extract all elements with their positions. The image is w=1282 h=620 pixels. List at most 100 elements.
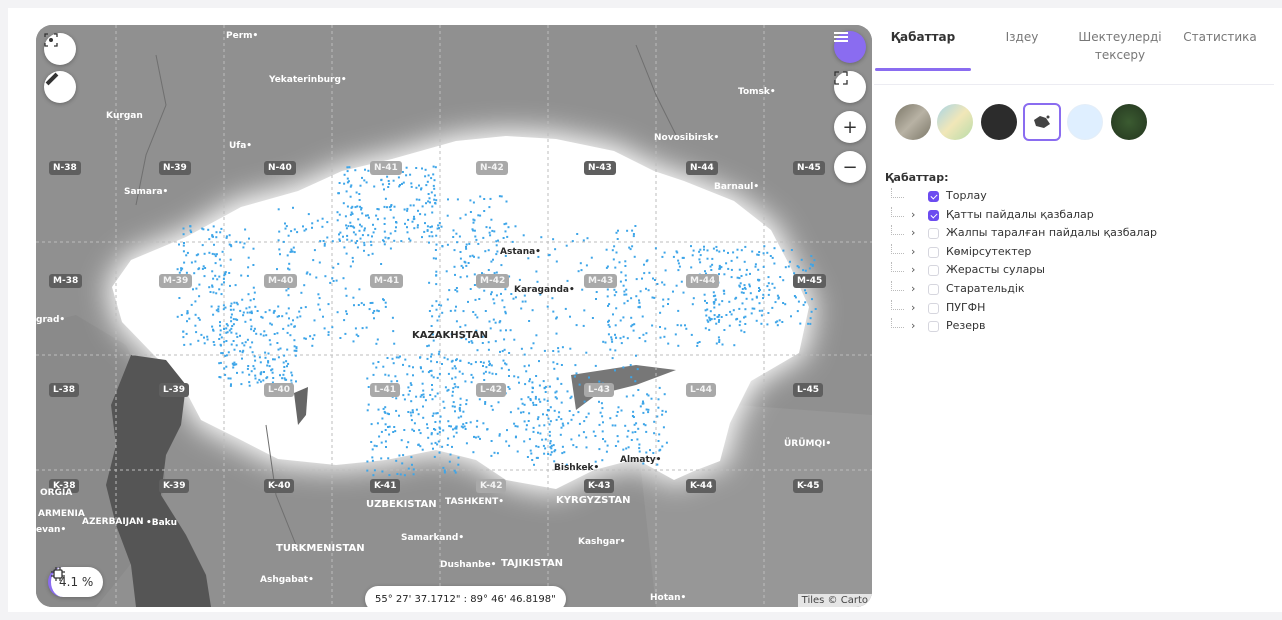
- deposit-dot: [624, 279, 627, 282]
- ruler-button[interactable]: [44, 71, 76, 103]
- deposit-dot: [478, 298, 481, 300]
- deposit-dot: [490, 454, 493, 457]
- deposit-dot: [490, 218, 493, 221]
- zoom-in-button[interactable]: +: [834, 111, 866, 143]
- deposit-dot: [624, 424, 627, 427]
- deposit-dot: [447, 388, 450, 391]
- deposit-dot: [465, 338, 468, 341]
- deposit-dot: [595, 298, 597, 300]
- basemap-streets[interactable]: [937, 104, 973, 140]
- deposit-dot: [549, 440, 552, 443]
- fullscreen-button[interactable]: [834, 71, 866, 103]
- layer-checkbox[interactable]: [928, 228, 939, 240]
- layer-checkbox[interactable]: [928, 246, 939, 258]
- tab-layers[interactable]: Қабаттар: [890, 30, 956, 44]
- deposit-dot: [630, 316, 633, 319]
- layer-label[interactable]: Қатты пайдалы қазбалар: [946, 207, 1094, 221]
- chevron-right-icon[interactable]: ›: [911, 207, 916, 221]
- grid-square-label: N-44: [686, 161, 718, 175]
- basemap-water[interactable]: [1067, 104, 1103, 140]
- deposit-dot: [692, 249, 695, 252]
- deposit-dot: [395, 226, 397, 229]
- layer-label[interactable]: Торлау: [946, 189, 987, 202]
- deposit-dot: [555, 316, 558, 319]
- layer-checkbox[interactable]: [928, 209, 939, 221]
- layer-label[interactable]: Жерасты сулары: [946, 263, 1045, 277]
- deposit-dot: [712, 301, 715, 304]
- basemap-light[interactable]: [1023, 103, 1061, 141]
- deposit-dot: [489, 327, 492, 330]
- deposit-dot: [454, 309, 457, 312]
- deposit-dot: [349, 213, 352, 216]
- chevron-right-icon[interactable]: ›: [911, 281, 916, 295]
- deposit-dot: [351, 212, 354, 215]
- deposit-dot: [378, 435, 381, 438]
- layer-checkbox[interactable]: [928, 191, 939, 202]
- tab-search[interactable]: Іздеу: [1005, 30, 1039, 44]
- map-canvas[interactable]: [36, 25, 872, 607]
- deposit-dot: [384, 429, 387, 431]
- layer-checkbox[interactable]: [928, 283, 939, 295]
- chevron-right-icon[interactable]: ›: [911, 263, 916, 277]
- deposit-dot: [488, 231, 491, 234]
- grid-square-label: M-43: [584, 274, 618, 288]
- layer-checkbox[interactable]: [928, 302, 939, 314]
- deposit-dot: [509, 411, 512, 414]
- deposit-dot: [353, 304, 355, 307]
- deposit-dot: [583, 420, 586, 423]
- locate-button[interactable]: [44, 33, 76, 65]
- place-bishkek: Bishkek•: [554, 463, 600, 473]
- layer-checkbox[interactable]: [928, 321, 939, 333]
- deposit-dot: [402, 181, 405, 184]
- tab-restrictions-check[interactable]: Шектеулерді тексеру: [1078, 30, 1162, 62]
- zoom-indicator[interactable]: 4.1 %: [48, 567, 104, 597]
- basemap-dark[interactable]: [981, 104, 1017, 140]
- menu-button[interactable]: [834, 31, 866, 63]
- grid-square-label: N-40: [264, 161, 296, 175]
- layer-label[interactable]: Көмірсутектер: [946, 244, 1032, 258]
- deposit-dot: [217, 308, 220, 311]
- deposit-dot: [630, 325, 633, 328]
- layer-checkbox[interactable]: [928, 265, 939, 277]
- chevron-right-icon[interactable]: ›: [911, 244, 916, 258]
- deposit-dot: [790, 249, 793, 251]
- deposit-dot: [287, 234, 290, 237]
- deposit-dot: [409, 239, 412, 242]
- deposit-dot: [738, 277, 741, 280]
- deposit-dot: [518, 381, 520, 384]
- layer-label[interactable]: ПУГФН: [946, 300, 986, 314]
- zoom-out-button[interactable]: −: [834, 151, 866, 183]
- deposit-dot: [189, 343, 192, 346]
- deposit-dot: [736, 256, 739, 259]
- deposit-dot: [395, 459, 398, 462]
- deposit-dot: [738, 307, 741, 310]
- map-attribution[interactable]: Tiles © Carto: [797, 594, 872, 607]
- layer-label[interactable]: Старательдік: [946, 281, 1025, 295]
- basemap-satellite[interactable]: [1111, 104, 1147, 140]
- chevron-right-icon[interactable]: ›: [911, 300, 916, 314]
- deposit-dot: [454, 471, 457, 474]
- deposit-dot: [226, 324, 229, 327]
- layer-label[interactable]: Жалпы таралған пайдалы қазбалар: [946, 226, 1157, 240]
- deposit-dot: [465, 245, 467, 248]
- layer-label[interactable]: Резерв: [946, 319, 986, 333]
- deposit-dot: [263, 371, 265, 373]
- deposit-dot: [473, 229, 476, 232]
- chevron-right-icon[interactable]: ›: [911, 319, 916, 333]
- deposit-dot: [211, 325, 214, 328]
- deposit-dot: [501, 350, 504, 353]
- deposit-dot: [522, 234, 525, 237]
- deposit-dot: [176, 315, 179, 318]
- deposit-dot: [506, 235, 509, 238]
- deposit-dot: [755, 296, 758, 299]
- deposit-dot: [251, 341, 254, 344]
- deposit-dot: [490, 440, 493, 442]
- deposit-dot: [723, 273, 726, 276]
- chevron-right-icon[interactable]: ›: [911, 226, 916, 240]
- tab-statistics[interactable]: Статистика: [1183, 30, 1257, 44]
- deposit-dot: [453, 265, 456, 268]
- basemap-relief[interactable]: [895, 104, 931, 140]
- deposit-dot: [215, 236, 218, 239]
- deposit-dot: [477, 256, 480, 259]
